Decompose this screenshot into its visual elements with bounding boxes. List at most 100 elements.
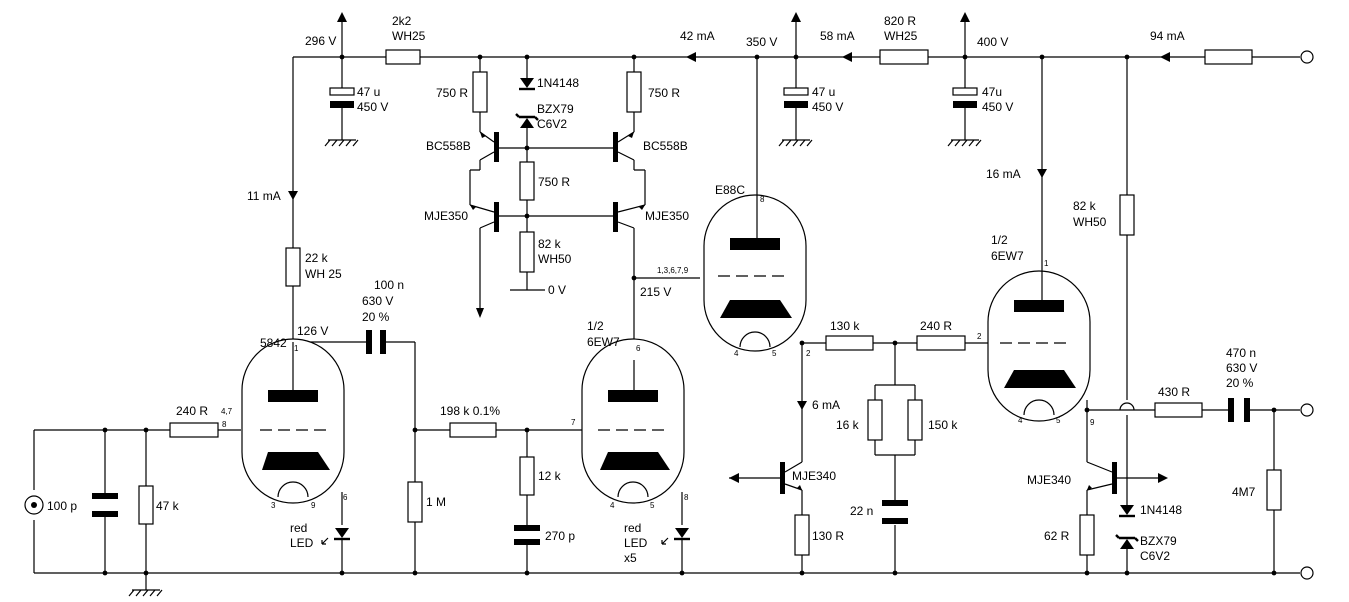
diodes — [321, 78, 1139, 549]
resistor-820r — [879, 49, 929, 65]
label-58ma: 58 mA — [820, 29, 855, 43]
label-wh50-right: WH50 — [1073, 215, 1107, 229]
pin-label: 4 — [734, 349, 739, 358]
terminal-ground — [1300, 566, 1314, 580]
label-2k2: 2k2 — [392, 14, 412, 28]
capacitors — [92, 87, 1250, 545]
pin-label: 5 — [772, 349, 777, 358]
pin-label: 8 — [684, 493, 689, 502]
label-450v-c: 450 V — [982, 100, 1013, 114]
label-mje350-right: MJE350 — [645, 209, 689, 223]
label-1m: 1 M — [426, 495, 446, 509]
resistor-82k-right — [1119, 194, 1135, 236]
label-130k: 130 k — [830, 319, 860, 333]
resistor-47k — [138, 485, 154, 525]
label-red-a: red — [290, 521, 307, 535]
wire-crossover — [1119, 402, 1135, 411]
pin-label: 4 — [1018, 416, 1023, 425]
label-296v: 296 V — [305, 34, 336, 48]
label-126v: 126 V — [297, 324, 328, 338]
resistor-1m — [407, 481, 423, 523]
arrows — [288, 12, 1170, 483]
resistor-430r — [1154, 402, 1203, 418]
terminals — [24, 50, 1314, 580]
label-22k: 22 k — [305, 251, 329, 265]
label-215v: 215 V — [640, 285, 671, 299]
label-wh25-c: WH 25 — [305, 267, 342, 281]
label-6ma: 6 mA — [812, 398, 840, 412]
pin-label: 9 — [1090, 418, 1095, 427]
tube-pin-numbers: 4,7 8 1 3 9 6 7 6 4 5 8 8 4 5 2 1 2 4 5 … — [221, 195, 1095, 510]
resistor-82k-left — [519, 231, 535, 273]
resistor-22k — [285, 247, 301, 287]
label-20pct-a: 20 % — [362, 310, 390, 324]
label-red-b: red — [624, 521, 641, 535]
label-750r-right: 750 R — [648, 86, 680, 100]
label-198k: 198 k 0.1% — [440, 404, 500, 418]
label-6ew7-a: 6EW7 — [587, 335, 620, 349]
label-16ma: 16 mA — [986, 167, 1021, 181]
label-c6v2-b: C6V2 — [1140, 549, 1170, 563]
label-47u-a: 47 u — [357, 85, 380, 99]
label-450v-a: 450 V — [357, 100, 388, 114]
label-c6v2-a: C6V2 — [537, 117, 567, 131]
label-130r: 130 R — [812, 529, 844, 543]
transistor-bc558b-right — [613, 132, 618, 162]
tube-e88c — [703, 194, 807, 352]
label-82k-right: 82 k — [1073, 199, 1097, 213]
resistor-750r-right — [626, 71, 642, 113]
resistor-4m7 — [1266, 469, 1282, 511]
pin-label: 3 — [271, 501, 276, 510]
pin-label: 6 — [636, 344, 641, 353]
resistor-130k — [825, 335, 874, 351]
transistor-mje350-right — [613, 202, 618, 232]
label-bc558b-right: BC558B — [643, 139, 688, 153]
pin-label: 4,7 — [221, 407, 233, 416]
label-led-a: LED — [290, 536, 314, 550]
pin-label: 6 — [343, 493, 348, 502]
label-750r-left: 750 R — [436, 86, 468, 100]
label-1n4148-a: 1N4148 — [537, 76, 579, 90]
label-bzx79-b: BZX79 — [1140, 534, 1177, 548]
label-150k: 150 k — [928, 418, 958, 432]
tube-6ew7-left — [581, 338, 685, 504]
resistor-62r — [1079, 514, 1095, 556]
label-1n4148-b: 1N4148 — [1140, 503, 1182, 517]
label-400v: 400 V — [977, 35, 1008, 49]
label-470n: 470 n — [1226, 346, 1256, 360]
terminal-output — [1300, 403, 1314, 417]
label-100n: 100 n — [374, 278, 404, 292]
pin-label: 5 — [1056, 416, 1061, 425]
label-mje350-left: MJE350 — [424, 209, 468, 223]
label-94ma: 94 mA — [1150, 29, 1185, 43]
label-wh50-left: WH50 — [538, 252, 572, 266]
pin-label: 5 — [650, 501, 655, 510]
label-270p: 270 p — [545, 529, 575, 543]
label-5842: 5842 — [260, 336, 287, 350]
label-e88c: E88C — [715, 183, 745, 197]
label-mje340-left: MJE340 — [792, 469, 836, 483]
label-wh25-b: WH25 — [884, 29, 918, 43]
label-100p: 100 p — [47, 499, 77, 513]
label-82k-left: 82 k — [538, 237, 562, 251]
resistor-12k — [519, 456, 535, 496]
label-750r-mid: 750 R — [538, 175, 570, 189]
label-12k: 12 k — [538, 469, 562, 483]
ground-symbols — [128, 139, 982, 597]
component-labels: 296 V 2k2 WH25 47 u 450 V 42 mA 350 V 58… — [47, 14, 1257, 565]
label-630v-a: 630 V — [362, 294, 393, 308]
label-6ew7-b: 6EW7 — [991, 249, 1024, 263]
pin-label: 1 — [1044, 259, 1049, 268]
label-630v-b: 630 V — [1226, 361, 1257, 375]
pin-label: 9 — [311, 501, 316, 510]
label-half-a: 1/2 — [587, 319, 604, 333]
transistor-mje350-left — [494, 202, 499, 232]
label-820r: 820 R — [884, 14, 916, 28]
label-bc558b-left: BC558B — [426, 139, 471, 153]
label-4m7: 4M7 — [1232, 485, 1256, 499]
transistors — [469, 131, 1117, 494]
transistor-mje340-right — [1112, 462, 1117, 494]
label-47u-b: 47 u — [812, 85, 835, 99]
resistor-750r-left — [472, 71, 488, 113]
pin-label: 4 — [610, 501, 615, 510]
